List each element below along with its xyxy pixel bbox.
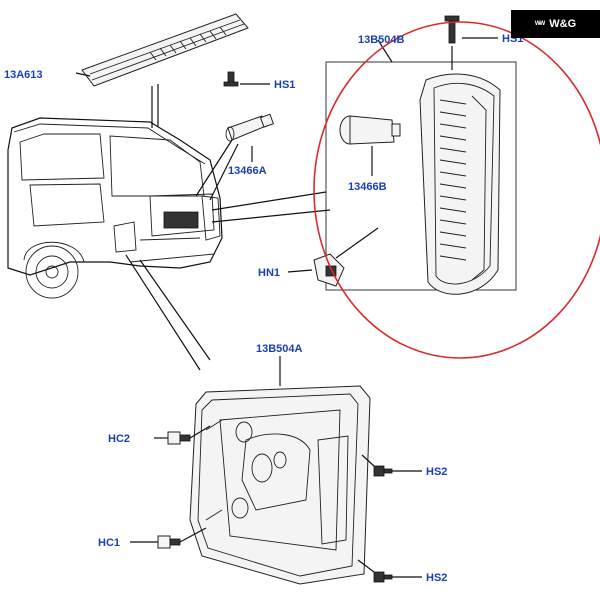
highlight-ellipse [313,21,600,359]
rear-fog-lamp-13b504b [419,73,501,295]
nut-hn1 [313,253,345,287]
label-hc1: HC1 [98,537,120,549]
bulb-13466b [339,115,401,145]
screw-hs2-upper [373,465,393,477]
label-13b504a: 13B504A [256,343,303,355]
label-hs2-upper: HS2 [426,466,447,478]
vehicle-illustration [7,117,223,299]
screw-hs2-lower [373,571,393,583]
screw-hs1 [223,71,239,87]
bulb-13466a [225,113,274,142]
clip-hc2 [167,431,191,445]
screw-hs1-top [444,15,460,44]
label-hs2-lower: HS2 [426,572,447,584]
tail-lamp-assembly-13b504a [189,385,371,585]
label-hs1: HS1 [274,79,295,91]
high-mount-stop-lamp [81,13,249,87]
label-13466b: 13466B [348,181,387,193]
watermark-mark: ᵂᵂ [534,19,545,29]
watermark-logo: ᵂᵂ W&G [511,10,600,38]
label-13a613: 13A613 [4,69,43,81]
label-hn1: HN1 [258,267,280,279]
label-13b504b: 13B504B [358,34,405,46]
label-hc2: HC2 [108,433,130,445]
watermark-text: W&G [549,18,577,30]
label-13466a: 13466A [228,165,267,177]
clip-hc1 [157,535,181,549]
